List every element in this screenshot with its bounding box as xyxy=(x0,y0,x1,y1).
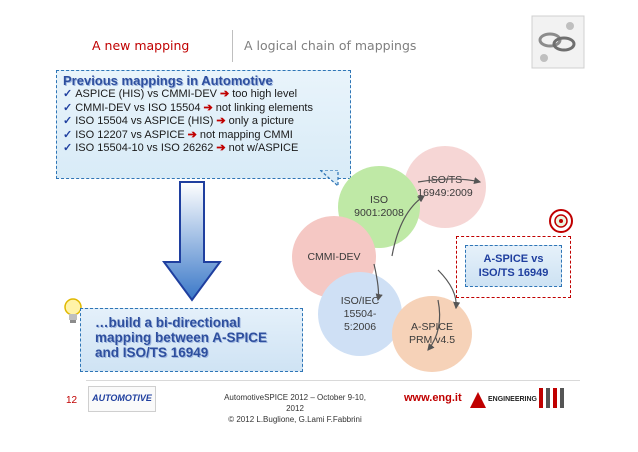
list-item: ✓CMMI-DEV vs ISO 15504➔not linking eleme… xyxy=(63,102,344,116)
automotive-logo: AUTOMOTIVE xyxy=(88,386,156,412)
arrow-right-icon: ➔ xyxy=(188,129,197,141)
footer-divider xyxy=(86,380,580,381)
big-down-arrow-icon xyxy=(162,180,222,302)
arrow-right-icon: ➔ xyxy=(216,142,225,154)
footer-url-link[interactable]: www.eng.it xyxy=(404,392,462,404)
check-icon: ✓ xyxy=(63,102,72,114)
arrow-right-icon: ➔ xyxy=(204,102,213,114)
list-item: ✓ISO 15504 vs ASPICE (HIS)➔only a pictur… xyxy=(63,115,344,129)
mapping-target-label: A-SPICE vs ISO/TS 16949 xyxy=(465,245,562,287)
isti-logo-icon xyxy=(538,386,566,410)
arrow-right-icon: ➔ xyxy=(216,115,225,127)
check-icon: ✓ xyxy=(63,88,72,100)
engineering-logo: ENGINEERING xyxy=(470,390,530,410)
linked-chain-logo-icon xyxy=(530,14,586,70)
goal-line: and ISO/TS 16949 xyxy=(95,345,288,360)
slide-section-title: A new mapping xyxy=(92,38,189,53)
page-number: 12 xyxy=(66,395,77,406)
mapping-target-box: A-SPICE vs ISO/TS 16949 xyxy=(456,236,571,298)
goal-line: mapping between A-SPICE xyxy=(95,330,288,345)
goal-line: …build a bi-directional xyxy=(95,315,288,330)
callout-title: Previous mappings in Automotive xyxy=(63,73,344,88)
list-item: ✓ASPICE (HIS) vs CMMI-DEV➔too high level xyxy=(63,88,344,102)
slide-subtitle: A logical chain of mappings xyxy=(244,38,416,53)
target-icon xyxy=(548,208,574,234)
footer-conference: AutomotiveSPICE 2012 – October 9-10, 201… xyxy=(215,392,375,425)
check-icon: ✓ xyxy=(63,142,72,154)
check-icon: ✓ xyxy=(63,129,72,141)
engineering-logo-mark-icon xyxy=(470,392,486,408)
check-icon: ✓ xyxy=(63,115,72,127)
goal-box: …build a bi-directional mapping between … xyxy=(80,308,303,372)
arrow-right-icon: ➔ xyxy=(220,88,229,100)
header-divider xyxy=(232,30,233,62)
